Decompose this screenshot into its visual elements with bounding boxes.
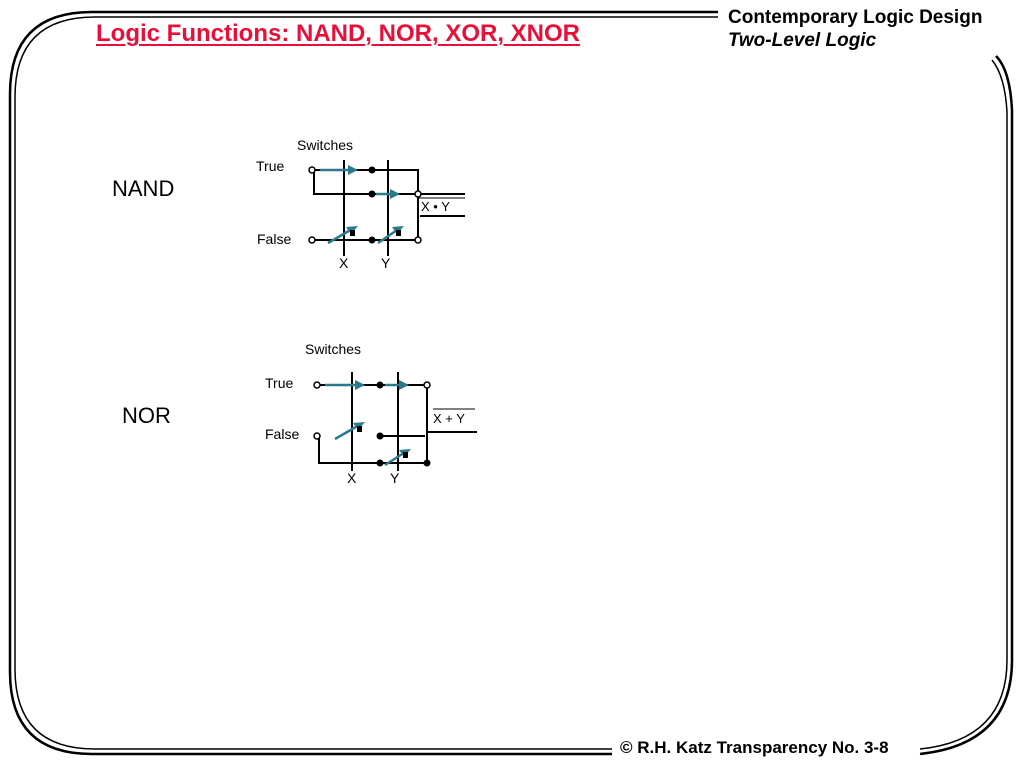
nor-switch-contacts [313,381,431,467]
nor-output-label: X + Y [433,411,465,426]
nor-x-label: X [347,470,357,486]
nand-gate-label: NAND [112,176,175,201]
nand-output-label: X • Y [421,199,450,214]
nor-switches-label: Switches [305,341,361,357]
nand-true-label: True [256,158,284,174]
footer-copyright: © R.H. Katz Transparency No. 3-8 [620,738,889,757]
chapter-title: Two-Level Logic [728,30,877,51]
nand-x-label: X [339,255,349,271]
nor-y-label: Y [390,470,400,486]
slide-title: Logic Functions: NAND, NOR, XOR, XNOR [96,20,580,47]
course-title: Contemporary Logic Design [728,7,983,28]
nand-switch-arms [320,165,404,245]
nand-false-label: False [257,231,291,247]
nor-true-label: True [265,375,293,391]
nor-switch-arms [325,380,411,467]
nand-y-label: Y [381,255,391,271]
nand-switch-contacts [308,166,422,244]
nor-switch-diagram: Switches True False X Y X + Y [265,341,477,486]
nand-switch-diagram: Switches True False X Y X • Y [256,137,465,271]
nand-switches-label: Switches [297,137,353,153]
nor-false-label: False [265,426,299,442]
nor-gate-label: NOR [122,403,171,428]
